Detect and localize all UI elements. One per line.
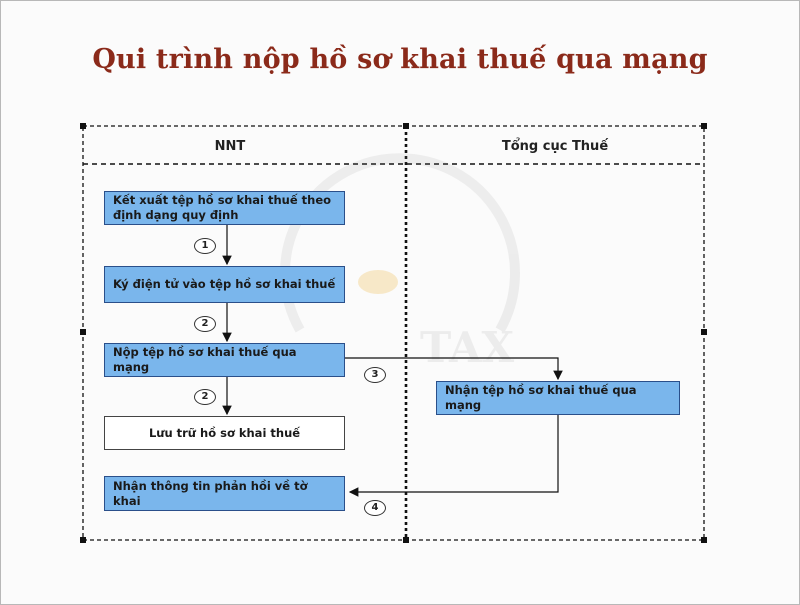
step-badge-1: 1 [194,238,216,254]
box-tax-receive-file: Nhận tệp hồ sơ khai thuế qua mạng [436,381,680,415]
lane-title-nnt: NNT [214,139,246,154]
step-badge-2b: 2 [194,389,216,405]
box-tax-receive-file-label: Nhận tệp hồ sơ khai thuế qua mạng [445,383,637,412]
box-submit-online-label: Nộp tệp hồ sơ khai thuế qua mạng [113,345,297,374]
lane-title-tax-authority: Tổng cục Thuế [501,139,609,154]
step-badge-3: 3 [364,367,386,383]
box-store-records-label: Lưu trữ hồ sơ khai thuế [148,425,301,440]
handshake-watermark [358,270,398,294]
box-submit-online: Nộp tệp hồ sơ khai thuế qua mạng [104,343,345,377]
box-export-file: Kết xuất tệp hồ sơ khai thuế theo định d… [104,191,345,225]
box-receive-feedback: Nhận thông tin phản hồi về tờ khai [104,476,345,511]
step-badge-2a: 2 [194,316,216,332]
diagram-title: Qui trình nộp hồ sơ khai thuế qua mạng [92,44,708,75]
arrow-4 [348,415,559,497]
arrow-3 [345,357,563,381]
step-badge-4: 4 [364,500,386,516]
watermark-logo: TAX [280,153,520,372]
box-digital-sign: Ký điện tử vào tệp hồ sơ khai thuế [104,266,345,303]
box-export-file-label: Kết xuất tệp hồ sơ khai thuế theo định d… [113,193,332,222]
svg-text:TAX: TAX [420,323,515,372]
selection-handles [80,123,707,543]
box-receive-feedback-label: Nhận thông tin phản hồi về tờ khai [113,478,308,508]
box-digital-sign-label: Ký điện tử vào tệp hồ sơ khai thuế [113,277,336,291]
box-store-records: Lưu trữ hồ sơ khai thuế [104,416,345,450]
